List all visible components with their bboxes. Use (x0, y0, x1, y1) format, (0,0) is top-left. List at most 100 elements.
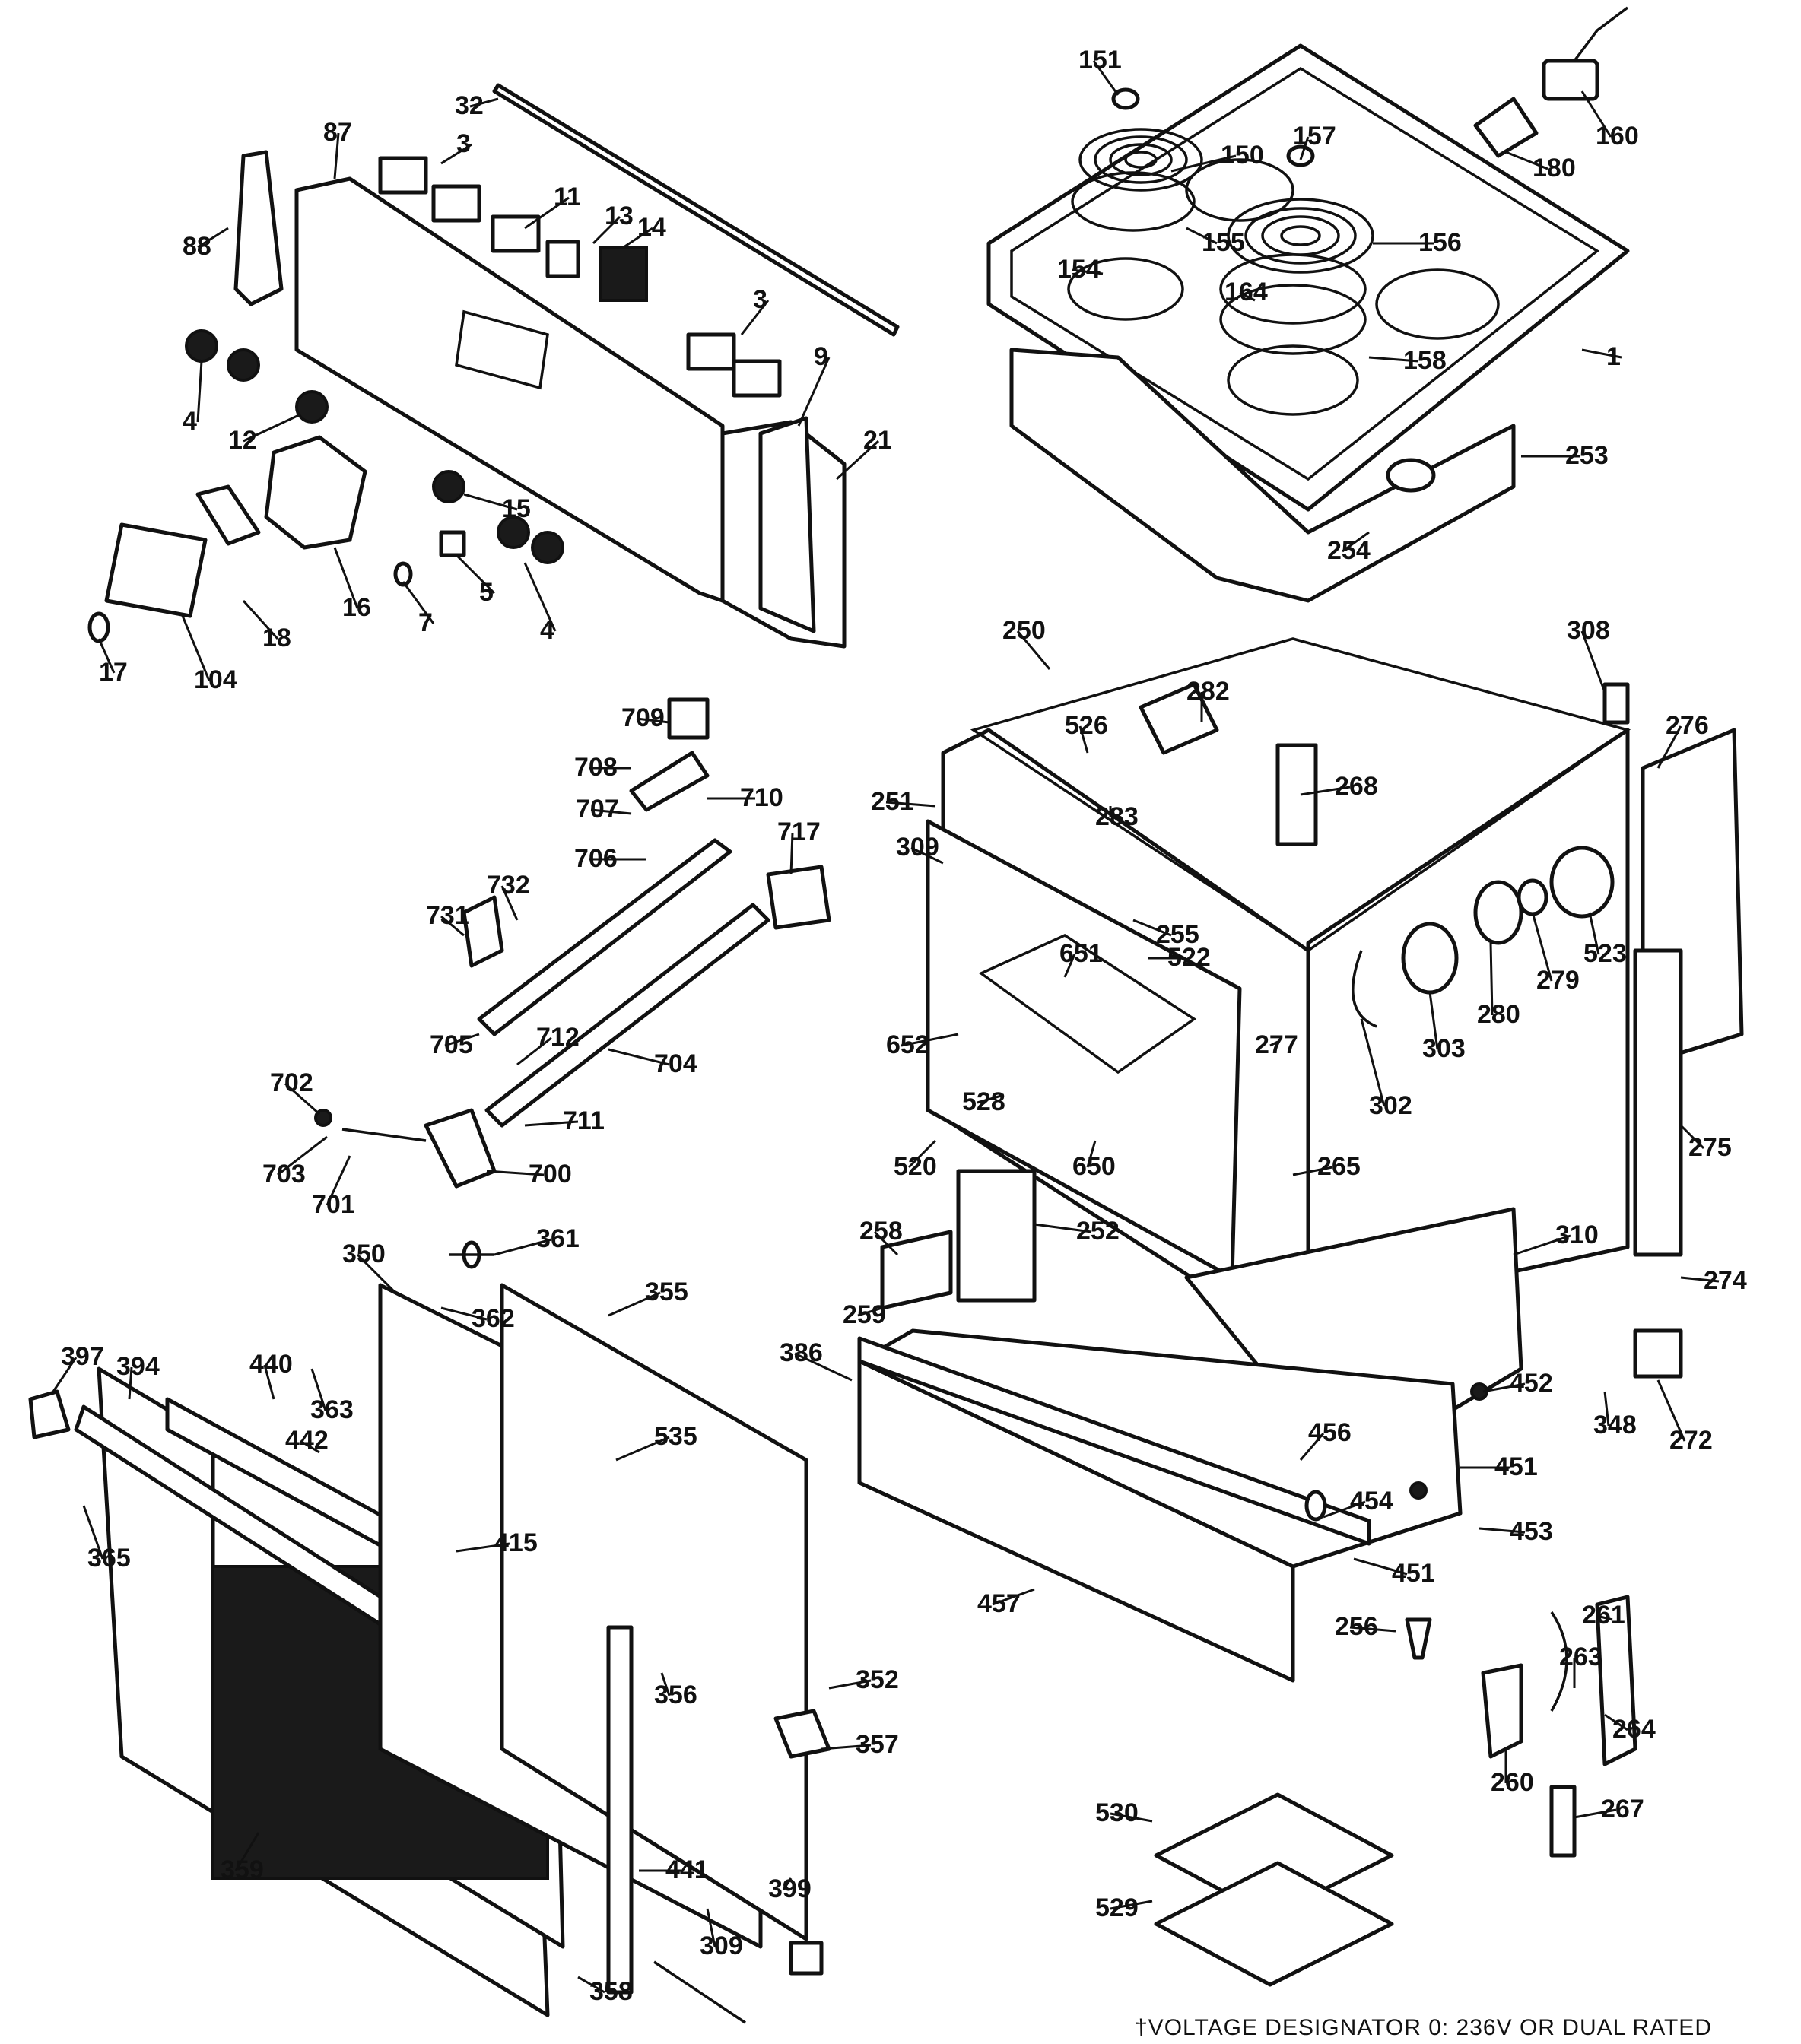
leader-line-250 (1016, 630, 1051, 670)
door-end-cap (28, 1389, 71, 1439)
leader-line-442 (300, 1439, 320, 1454)
callout-652: 652 (886, 1030, 929, 1059)
callout-361: 361 (536, 1224, 580, 1253)
callout-356: 356 (654, 1681, 697, 1709)
leader-line-32 (469, 97, 499, 108)
leader-line-155 (1186, 227, 1218, 245)
leader-line-274 (1680, 1276, 1720, 1283)
leader-line-362 (440, 1306, 488, 1321)
leader-line-350 (356, 1253, 397, 1294)
leader-line-711 (524, 1120, 579, 1127)
anti-tip-bracket (1304, 1490, 1327, 1522)
callout-254: 254 (1327, 536, 1371, 565)
leader-line-309b (706, 1908, 716, 1947)
leader-line-254 (1342, 531, 1370, 553)
callout-303: 303 (1422, 1034, 1466, 1063)
callout-264: 264 (1612, 1715, 1656, 1744)
callout-32: 32 (455, 91, 484, 120)
callout-362: 362 (472, 1304, 515, 1333)
end-bracket (758, 416, 816, 633)
callout-528: 528 (962, 1087, 1005, 1116)
leveling-foot (1405, 1617, 1432, 1660)
leader-line-12 (243, 413, 301, 443)
leader-line-650 (1086, 1140, 1097, 1168)
leader-line-712 (516, 1036, 552, 1066)
drip-pan-rear (1067, 257, 1184, 321)
callout-11: 11 (554, 182, 581, 211)
callout-451a: 451 (1494, 1452, 1538, 1481)
cabinet-top-frame (970, 637, 1631, 953)
cap-plug-2 (1286, 144, 1315, 167)
leader-line-88 (197, 227, 229, 249)
callout-535: 535 (654, 1422, 697, 1451)
leader-line-361 (494, 1238, 552, 1256)
callout-265: 265 (1317, 1152, 1361, 1181)
switch-5 (732, 359, 782, 398)
leader-line-363 (310, 1368, 327, 1411)
leader-line-453 (1479, 1527, 1526, 1534)
callout-157: 157 (1293, 122, 1336, 151)
callout-415: 415 (494, 1528, 538, 1557)
callout-394: 394 (116, 1352, 160, 1381)
leader-line-256 (1349, 1626, 1396, 1633)
callout-263: 263 (1559, 1642, 1602, 1671)
callout-17: 17 (99, 658, 128, 687)
oven-door-assembly (28, 1240, 831, 2024)
knob-c (295, 390, 329, 424)
callout-250: 250 (1002, 616, 1046, 645)
leader-line-252 (1034, 1223, 1092, 1233)
callout-454: 454 (1350, 1487, 1393, 1516)
leader-line-356 (660, 1672, 671, 1696)
callout-522: 522 (1167, 943, 1211, 972)
latch-rod (341, 1128, 427, 1142)
leader-line-355 (608, 1291, 661, 1317)
leader-line-16 (333, 547, 359, 609)
drawer-roller-2 (1409, 1481, 1428, 1500)
clock-lamp (87, 611, 110, 643)
leader-line-18 (242, 599, 279, 640)
leader-line-255 (1132, 919, 1172, 937)
latch-plate (629, 751, 710, 812)
leader-line-732 (500, 885, 519, 921)
callout-650: 650 (1072, 1152, 1116, 1181)
knobs (185, 329, 564, 564)
leader-line-704 (608, 1048, 670, 1066)
leader-line-702 (284, 1082, 320, 1116)
oven-rack (978, 934, 1197, 1074)
callout-4b: 4 (540, 616, 554, 645)
callout-712: 712 (536, 1023, 580, 1052)
callout-348: 348 (1593, 1411, 1637, 1439)
callout-442: 442 (285, 1426, 329, 1455)
callout-9: 9 (814, 342, 828, 371)
door-latch-assembly (314, 697, 831, 1189)
convection-fan (1139, 682, 1219, 755)
callout-4a: 4 (183, 407, 197, 436)
callout-15: 15 (502, 494, 531, 523)
switch-3 (491, 214, 541, 253)
callout-359: 359 (221, 1855, 264, 1884)
drawer-rail (857, 1336, 1371, 1546)
callout-357: 357 (856, 1730, 899, 1759)
callout-104: 104 (194, 665, 237, 694)
callout-520: 520 (894, 1152, 937, 1181)
latch-switch (667, 697, 710, 740)
callout-151: 151 (1078, 46, 1122, 75)
trim-ring-large-2 (1219, 284, 1367, 355)
callout-160: 160 (1596, 122, 1639, 151)
transformer (599, 246, 648, 302)
side-trim (1633, 948, 1683, 1257)
leader-line-357 (821, 1744, 872, 1750)
rear-trim (492, 83, 900, 337)
leader-line-520 (907, 1139, 937, 1169)
leader-line-348 (1603, 1391, 1610, 1427)
door-hinge-left (1481, 1663, 1523, 1759)
callout-21: 21 (863, 426, 892, 455)
leader-line-280 (1489, 942, 1494, 1016)
burner-hole-right (1375, 268, 1500, 340)
leader-line-703 (277, 1135, 328, 1176)
trim-ring-large (1219, 253, 1367, 325)
leader-line-267 (1574, 1808, 1617, 1819)
callout-252: 252 (1076, 1217, 1120, 1246)
